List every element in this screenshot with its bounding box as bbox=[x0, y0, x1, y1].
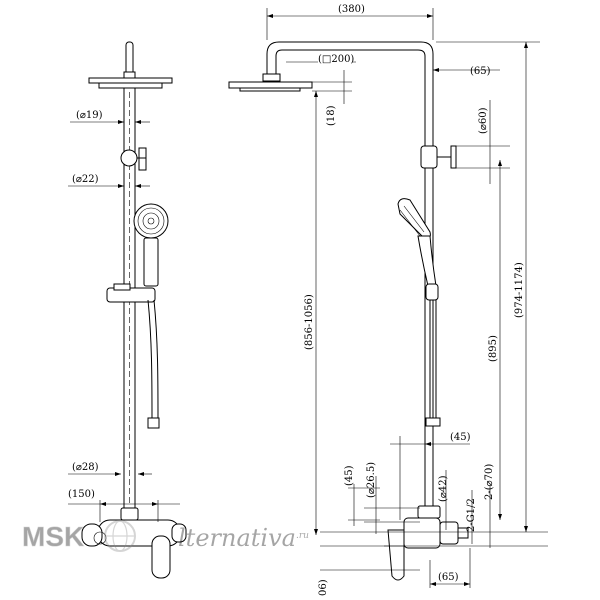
watermark-right: lternativa bbox=[178, 524, 296, 552]
dim-thread: 2-G1/2 bbox=[466, 498, 477, 532]
dim-base-dia: (⌀28) bbox=[72, 462, 99, 473]
dim-height-range-right: (974-1174) bbox=[514, 262, 525, 318]
side-diverter bbox=[420, 145, 438, 169]
side-hand-shower bbox=[397, 198, 431, 239]
front-view: (⌀19) (⌀22) (⌀28) (150) bbox=[68, 41, 187, 579]
dim-dia-26: (⌀26.5) bbox=[366, 462, 377, 498]
dim-pipe-dia: (⌀19) bbox=[76, 110, 103, 121]
watermark: MSK lternativa .ru bbox=[22, 520, 309, 552]
side-mixer-body bbox=[403, 517, 441, 549]
front-base-nut bbox=[120, 507, 139, 521]
side-arm bbox=[266, 41, 434, 150]
front-diverter bbox=[120, 149, 138, 167]
dim-offset-top: (65) bbox=[470, 66, 491, 77]
dim-bar-dia: (⌀22) bbox=[72, 174, 99, 185]
dim-base-spacing: (150) bbox=[68, 489, 95, 500]
dim-knob-dia: (⌀60) bbox=[478, 107, 489, 134]
side-lever bbox=[387, 529, 405, 581]
dim-offset-45-side: (45) bbox=[344, 465, 355, 486]
watermark-globe-icon bbox=[104, 520, 136, 552]
watermark-suffix: .ru bbox=[296, 531, 309, 541]
dim-head-size: (□200) bbox=[318, 54, 354, 65]
front-shower-head bbox=[88, 77, 173, 84]
front-hose bbox=[147, 299, 153, 421]
side-view: (380) (□200) (18) (65) (⌀60) (856-1056) … bbox=[228, 4, 548, 596]
dim-height-mid: (895) bbox=[488, 335, 499, 362]
dim-dia-70: 2-(⌀70) bbox=[484, 464, 495, 500]
side-slider bbox=[425, 283, 439, 301]
side-shower-head bbox=[228, 81, 313, 89]
front-hand-shower bbox=[133, 203, 169, 239]
dim-arm-length: (380) bbox=[338, 4, 365, 15]
front-hand-handle bbox=[143, 237, 159, 287]
dim-offset-65-bottom: (65) bbox=[438, 572, 459, 583]
dim-cut-label: 06) bbox=[318, 579, 329, 596]
front-lever bbox=[151, 535, 171, 579]
dim-dia-42: (⌀42) bbox=[438, 475, 449, 502]
dim-offset-45-top: (45) bbox=[450, 432, 471, 443]
watermark-left: MSK bbox=[22, 521, 84, 552]
front-slider bbox=[106, 287, 156, 303]
dim-height-range-left: (856-1056) bbox=[304, 294, 315, 350]
front-top-riser bbox=[125, 41, 134, 77]
dim-head-thick: (18) bbox=[326, 105, 337, 126]
